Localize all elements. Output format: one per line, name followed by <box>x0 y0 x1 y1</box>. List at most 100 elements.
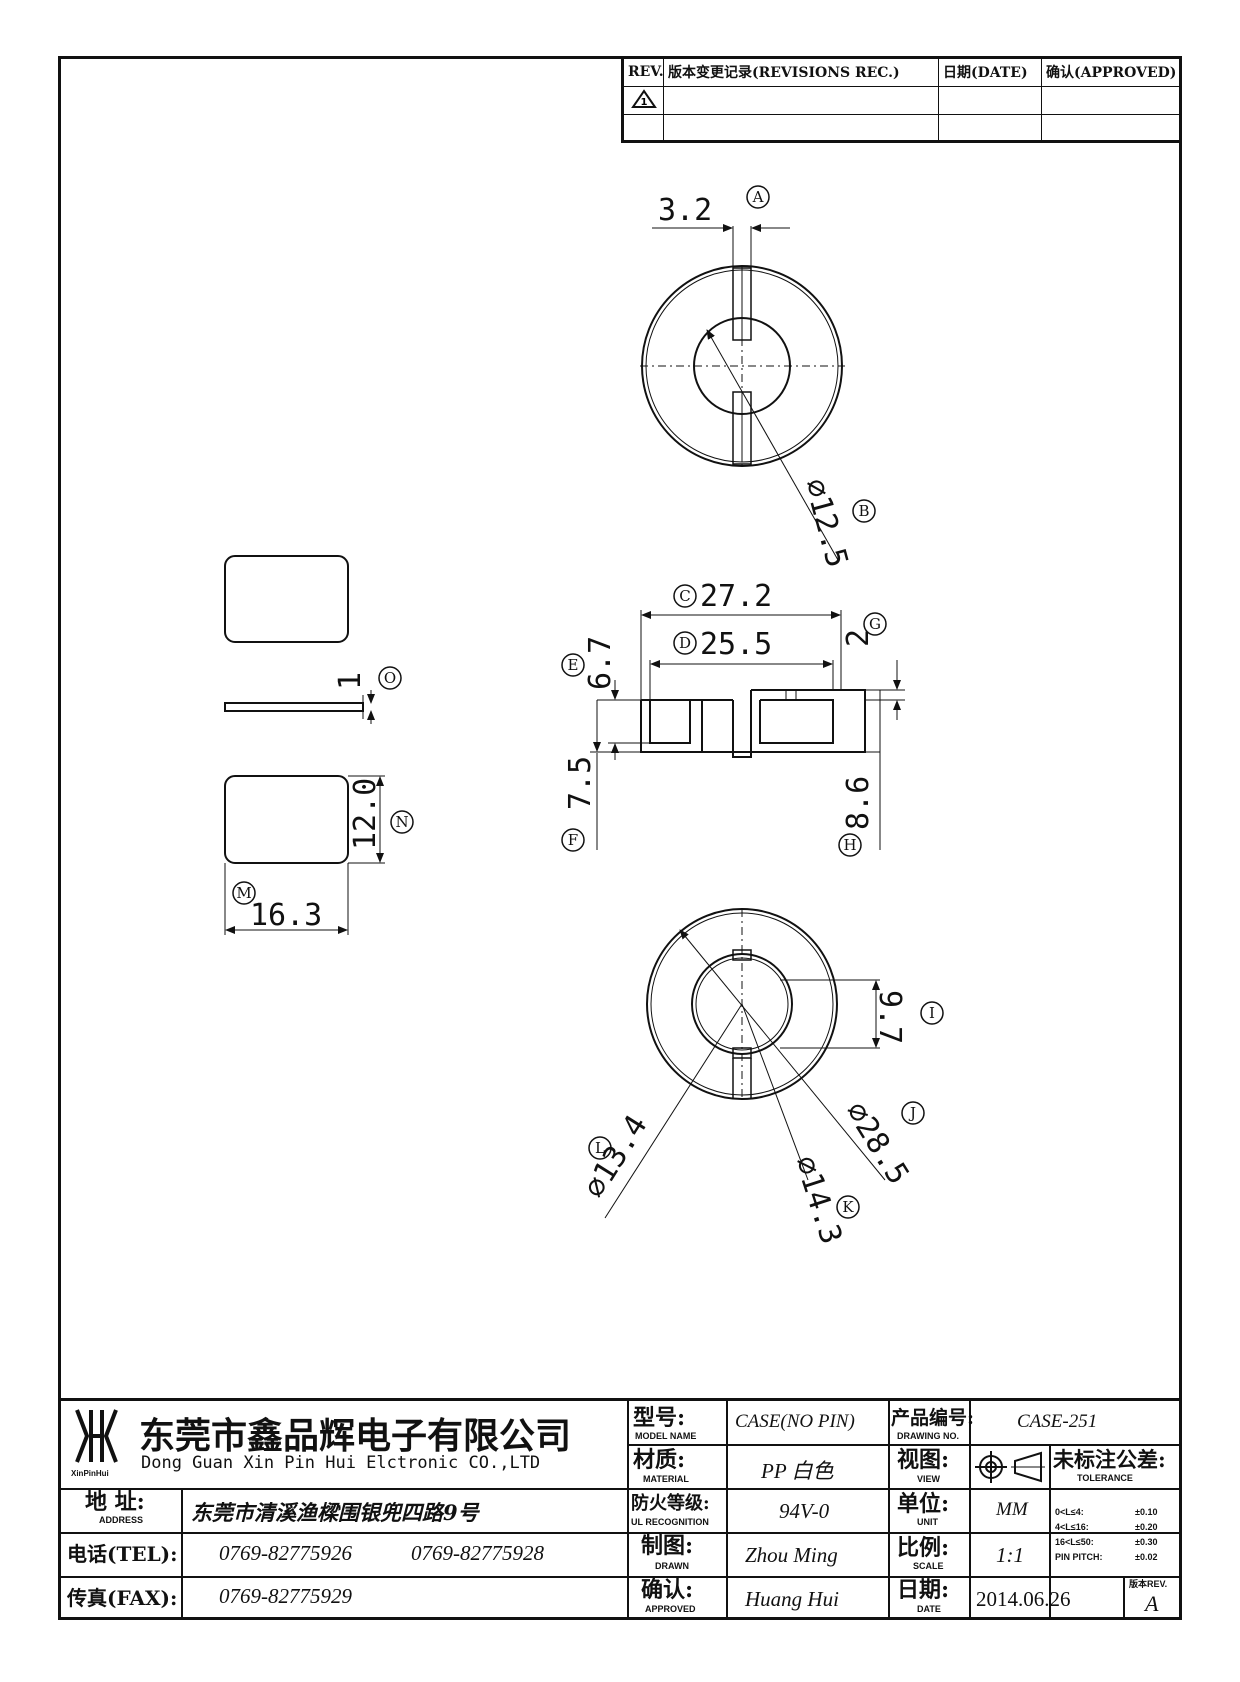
tolerance-value-2: ±0.20 <box>1135 1522 1158 1532</box>
dim-g-marker: G <box>863 612 887 636</box>
unit-sublabel: UNIT <box>917 1517 938 1527</box>
date-label: 日期: <box>897 1577 950 1603</box>
material-sublabel: MATERIAL <box>643 1474 689 1484</box>
revisions-record-header: 版本变更记录(REVISIONS REC.) <box>663 56 939 87</box>
dim-b-marker: B <box>852 499 876 523</box>
drawing-no-label: 产品编号: <box>891 1407 975 1429</box>
svg-text:G: G <box>869 615 881 633</box>
svg-text:E: E <box>568 656 579 674</box>
tolerance-range-3: 16<L≤50: <box>1055 1537 1094 1547</box>
dim-a-value: 3.2 <box>658 193 712 228</box>
top-view <box>640 224 845 561</box>
svg-text:1: 1 <box>640 97 647 108</box>
tolerance-sublabel: TOLERANCE <box>1077 1473 1133 1483</box>
model-label: 型号: <box>633 1405 686 1431</box>
side-view <box>590 610 905 850</box>
dim-g-value: 2 <box>841 629 876 647</box>
dim-j-marker: J <box>901 1101 925 1125</box>
svg-text:H: H <box>843 836 856 854</box>
revision-rev-cell <box>623 114 664 141</box>
dim-e-marker: E <box>561 653 585 677</box>
scale-label: 比例: <box>897 1535 950 1561</box>
fax-value: 0769-82775929 <box>219 1584 352 1608</box>
tolerance-label: 未标注公差: <box>1053 1447 1166 1472</box>
company-name-en: Dong Guan Xin Pin Hui Elctronic CO.,LTD <box>141 1453 541 1473</box>
revisions-approved-header: 确认(APPROVED) <box>1041 56 1182 87</box>
approved-sublabel: APPROVED <box>645 1604 696 1614</box>
dim-e-value: 6.7 <box>583 636 618 690</box>
dim-k-marker: K <box>836 1195 860 1219</box>
plate-top-view <box>224 555 349 643</box>
svg-text:A: A <box>752 188 764 206</box>
material-label: 材质: <box>633 1447 686 1473</box>
tel-1: 0769-82775926 <box>219 1541 352 1565</box>
dim-b-value: ∅12.5 <box>797 475 854 571</box>
dim-d-marker: D <box>673 631 697 655</box>
svg-text:F: F <box>568 831 578 849</box>
model-sublabel: MODEL NAME <box>635 1431 697 1441</box>
material-value: PP 白色 <box>761 1459 834 1483</box>
dim-o-marker: O <box>378 666 402 690</box>
bottom-view <box>604 908 886 1219</box>
tolerance-value-3: ±0.30 <box>1135 1537 1158 1547</box>
address-label: 地 址: <box>85 1489 145 1515</box>
dim-o-value: 1 <box>333 672 368 690</box>
ul-label: 防火等级: <box>631 1493 710 1514</box>
dim-m-value: 16.3 <box>250 898 322 933</box>
svg-text:J: J <box>908 1104 916 1122</box>
rev-header: REV. <box>623 56 664 87</box>
drawn-value: Zhou Ming <box>745 1543 838 1567</box>
date-value: 2014.06.26 <box>976 1587 1071 1611</box>
unit-label: 单位: <box>897 1491 950 1517</box>
plate-side-view <box>224 702 364 712</box>
drawn-sublabel: DRAWN <box>655 1561 689 1571</box>
tel-label: 电话(TEL): <box>67 1542 178 1566</box>
approved-label: 确认: <box>641 1577 694 1603</box>
dim-i-value: 9.7 <box>872 990 907 1044</box>
view-sublabel: VIEW <box>917 1474 941 1484</box>
revision-approved-cell <box>1041 114 1182 141</box>
rev-value: A <box>1145 1591 1159 1616</box>
tolerance-value-4: ±0.02 <box>1135 1552 1158 1562</box>
tolerance-range-1: 0<L≤4: <box>1055 1507 1084 1517</box>
drawn-label: 制图: <box>641 1533 694 1559</box>
plate-bottom-view <box>224 775 349 864</box>
company-logo <box>69 1406 124 1468</box>
revisions-table: REV. 版本变更记录(REVISIONS REC.) 日期(DATE) 确认(… <box>621 56 1182 143</box>
rev-label: 版本REV. <box>1129 1579 1168 1589</box>
ul-value: 94V-0 <box>779 1499 830 1523</box>
dim-h-value: 8.6 <box>841 776 876 830</box>
address-value: 东莞市清溪渔樑围银兜四路9号 <box>191 1500 479 1525</box>
svg-text:L: L <box>595 1139 605 1157</box>
fax-label: 传真(FAX): <box>67 1586 178 1610</box>
revision-date-cell <box>938 86 1042 115</box>
tolerance-value-1: ±0.10 <box>1135 1507 1158 1517</box>
tolerance-range-2: 4<L≤16: <box>1055 1522 1089 1532</box>
tel-2: 0769-82775928 <box>411 1541 544 1565</box>
svg-text:D: D <box>679 634 691 652</box>
scale-sublabel: SCALE <box>913 1561 944 1571</box>
revision-triangle-icon: 1 <box>623 86 664 115</box>
drawing-no-value: CASE-251 <box>1017 1411 1098 1432</box>
dim-n-value: 12.0 <box>348 778 383 850</box>
revision-date-cell <box>938 114 1042 141</box>
dim-a-marker: A <box>746 185 770 209</box>
drawing-no-sublabel: DRAWING NO. <box>897 1431 959 1441</box>
scale-value: 1:1 <box>996 1543 1024 1567</box>
company-name-cn: 东莞市鑫品辉电子有限公司 <box>139 1415 572 1457</box>
dim-d-value: 25.5 <box>700 627 772 662</box>
logo-text: XinPinHui <box>71 1469 109 1478</box>
dim-h-marker: H <box>838 833 862 857</box>
svg-text:M: M <box>236 884 251 902</box>
dim-f-value: 7.5 <box>563 756 598 810</box>
projection-symbol-icon <box>973 1449 1047 1485</box>
svg-text:K: K <box>842 1198 854 1216</box>
svg-text:I: I <box>929 1004 935 1022</box>
title-block: XinPinHui 东莞市鑫品辉电子有限公司 Dong Guan Xin Pin… <box>58 1398 1182 1620</box>
dim-j-value: ∅28.5 <box>838 1096 916 1191</box>
svg-text:O: O <box>384 669 396 687</box>
dim-c-value: 27.2 <box>700 579 772 614</box>
dim-f-marker: F <box>561 828 585 852</box>
dim-l-value: ∅13.4 <box>577 1109 655 1204</box>
